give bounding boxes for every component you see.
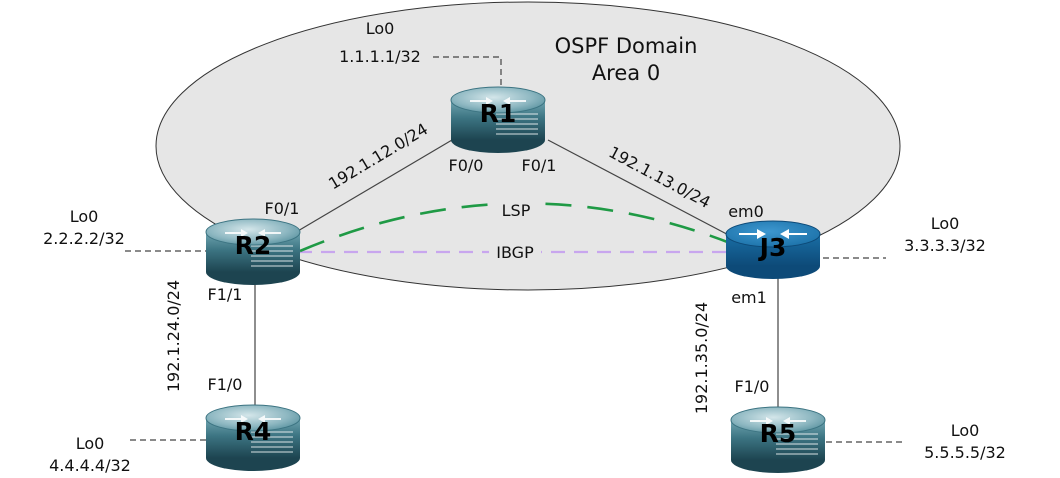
r1-loopback-name: Lo0 <box>366 19 395 38</box>
lsp-label-bg <box>495 200 537 222</box>
loopback-stub-r1 <box>433 56 502 92</box>
j3-iface-em0: em0 <box>728 202 764 221</box>
router-r2-name: R2 <box>235 231 272 260</box>
j3-loopback-name: Lo0 <box>931 214 960 233</box>
j3-loopback-ip: 3.3.3.3/32 <box>904 236 986 255</box>
r5-loopback-name: Lo0 <box>951 421 980 440</box>
router-r5-name: R5 <box>760 419 797 448</box>
router-r1-name: R1 <box>480 99 517 128</box>
subnet-j3-r5: 192.1.35.0/24 <box>692 302 711 414</box>
r4-loopback-name: Lo0 <box>76 434 105 453</box>
domain-title-line2: Area 0 <box>592 61 660 85</box>
r4-loopback-ip: 4.4.4.4/32 <box>49 456 131 475</box>
lsp-label: LSP <box>502 201 531 220</box>
r1-iface-f0-1: F0/1 <box>522 156 557 175</box>
router-j3[interactable]: J3 <box>725 220 821 280</box>
link-r1-r2 <box>285 139 453 239</box>
r1-loopback-ip: 1.1.1.1/32 <box>339 47 421 66</box>
router-r4-name: R4 <box>235 417 272 446</box>
link-r1-j3 <box>547 139 739 241</box>
router-j3-name: J3 <box>758 233 787 262</box>
r2-loopback-ip: 2.2.2.2/32 <box>43 229 125 248</box>
router-r5[interactable]: R5 <box>730 406 826 474</box>
subnet-r2-r4: 192.1.24.0/24 <box>164 280 183 392</box>
r2-loopback-name: Lo0 <box>70 207 99 226</box>
router-r4[interactable]: R4 <box>205 404 301 472</box>
r5-loopback-ip: 5.5.5.5/32 <box>924 443 1006 462</box>
r5-iface-f1-0: F1/0 <box>735 377 770 396</box>
ibgp-label-bg <box>489 242 541 262</box>
ibgp-label: IBGP <box>496 243 534 262</box>
j3-iface-em1: em1 <box>731 288 767 307</box>
r1-iface-f0-0: F0/0 <box>449 156 484 175</box>
router-r1[interactable]: R1 <box>450 86 546 154</box>
router-r2[interactable]: R2 <box>205 218 301 286</box>
r2-iface-f0-1: F0/1 <box>265 199 300 218</box>
domain-title-line1: OSPF Domain <box>555 34 698 58</box>
r4-iface-f1-0: F1/0 <box>208 375 243 394</box>
r2-iface-f1-1: F1/1 <box>208 285 243 304</box>
